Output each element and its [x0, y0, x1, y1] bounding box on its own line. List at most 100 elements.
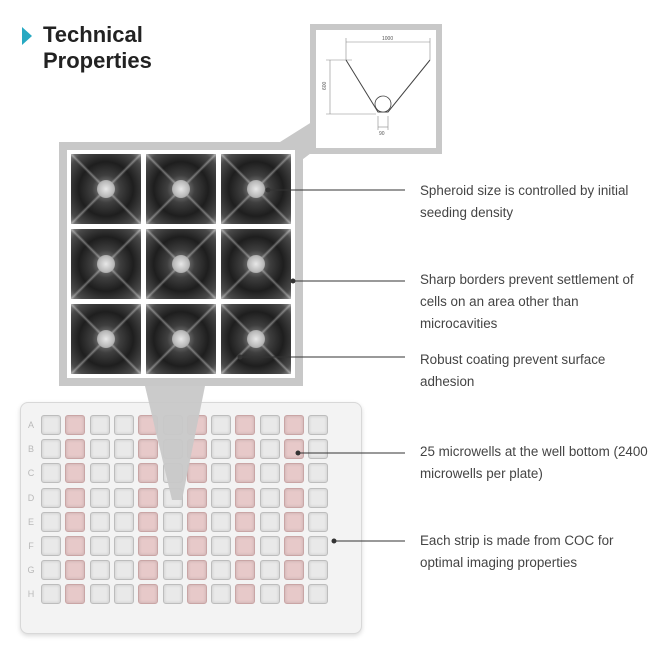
spheroid	[247, 180, 265, 198]
plate-well	[65, 511, 86, 532]
plate-row-label: A	[27, 420, 34, 430]
plate-well	[259, 536, 280, 556]
plate-well	[89, 536, 110, 556]
microcavity	[146, 154, 216, 224]
triangle-bullet-icon	[22, 27, 32, 45]
plate-well	[89, 560, 110, 581]
plate-well	[284, 560, 304, 581]
plate-well	[284, 511, 304, 532]
plate-well	[186, 511, 207, 532]
bottom-dimension-label: 90	[379, 131, 385, 137]
plate-well	[308, 536, 329, 556]
plate-well	[138, 536, 159, 556]
plate-well	[89, 415, 110, 435]
microcavity	[71, 304, 141, 374]
microcavity	[221, 154, 291, 224]
plate-well	[259, 415, 280, 435]
plate-well	[284, 463, 304, 484]
plate-well	[138, 511, 159, 532]
plate-well	[235, 487, 256, 508]
callout-coc-strip: Each strip is made from COC for optimal …	[420, 533, 614, 570]
plate-well	[41, 487, 61, 508]
plate-well	[138, 439, 159, 460]
callout-microwells: 25 microwells at the well bottom (2400 m…	[420, 444, 648, 481]
section-title: Technical Properties	[43, 22, 152, 73]
plate-well	[284, 536, 304, 556]
plate-well	[284, 487, 304, 508]
plate-well	[186, 560, 207, 581]
plate-well	[186, 584, 207, 605]
plate-well	[211, 536, 232, 556]
plate-well	[211, 487, 232, 508]
plate-well	[235, 415, 256, 435]
plate-row-label: D	[27, 492, 35, 503]
plate-well	[138, 487, 159, 508]
plate-well	[308, 439, 329, 460]
plate-well	[41, 584, 61, 605]
plate-well	[235, 463, 256, 484]
plate-well	[308, 415, 329, 435]
plate-well	[259, 463, 280, 484]
plate-well	[308, 560, 329, 581]
plate-well	[284, 415, 304, 435]
plate-well	[162, 511, 183, 532]
plate-well	[65, 463, 86, 484]
spheroid	[172, 180, 190, 198]
plate-well	[89, 463, 110, 484]
spheroid	[97, 330, 115, 348]
plate-well	[113, 560, 134, 581]
plate-well	[113, 511, 134, 532]
plate-well	[41, 511, 61, 532]
plate-well	[162, 536, 183, 556]
plate-row-label: G	[27, 565, 35, 576]
plate-well	[113, 463, 134, 484]
plate-well	[65, 584, 86, 605]
plate-well	[308, 584, 329, 605]
plate-well	[41, 560, 61, 581]
plate-well	[211, 463, 232, 484]
callout-spheroid-size: Spheroid size is controlled by initial s…	[420, 183, 629, 220]
plate-well	[89, 439, 110, 460]
plate-well	[308, 511, 329, 532]
plate-well	[138, 463, 159, 484]
plate-row-label: E	[27, 516, 34, 527]
plate-well	[113, 487, 134, 508]
microcavity	[221, 304, 291, 374]
plate-well	[259, 560, 280, 581]
plate-well	[211, 511, 232, 532]
plate-well	[138, 584, 159, 605]
plate-row-label: C	[27, 468, 35, 479]
plate-well	[235, 560, 256, 581]
depth-dimension-label: 600	[322, 81, 328, 90]
plate-well	[259, 439, 280, 460]
plate-well	[138, 560, 159, 581]
plate-well	[113, 415, 134, 435]
spheroid	[97, 180, 115, 198]
cross-section-diagram: 1000 600 90	[310, 24, 442, 154]
callout-sharp-borders: Sharp borders prevent settlement of cell…	[420, 272, 634, 331]
plate-well	[89, 487, 110, 508]
spheroid	[172, 255, 190, 273]
plate-well	[41, 439, 61, 460]
plate-well	[284, 584, 304, 605]
microcavity	[71, 229, 141, 299]
plate-well	[186, 487, 207, 508]
plate-well	[65, 415, 86, 435]
plate-well	[113, 536, 134, 556]
microcavity	[146, 229, 216, 299]
plate-well	[65, 536, 86, 556]
plate-well	[211, 584, 232, 605]
plate-well	[211, 415, 232, 435]
plate-well	[89, 584, 110, 605]
plate-well	[41, 536, 61, 556]
plate-well	[235, 584, 256, 605]
plate-well	[41, 415, 61, 435]
plate-well	[235, 536, 256, 556]
plate-well	[308, 463, 329, 484]
plate-row-label: H	[27, 589, 35, 600]
plate-well	[162, 584, 183, 605]
plate-well	[113, 584, 134, 605]
microwell-grid	[67, 150, 295, 378]
